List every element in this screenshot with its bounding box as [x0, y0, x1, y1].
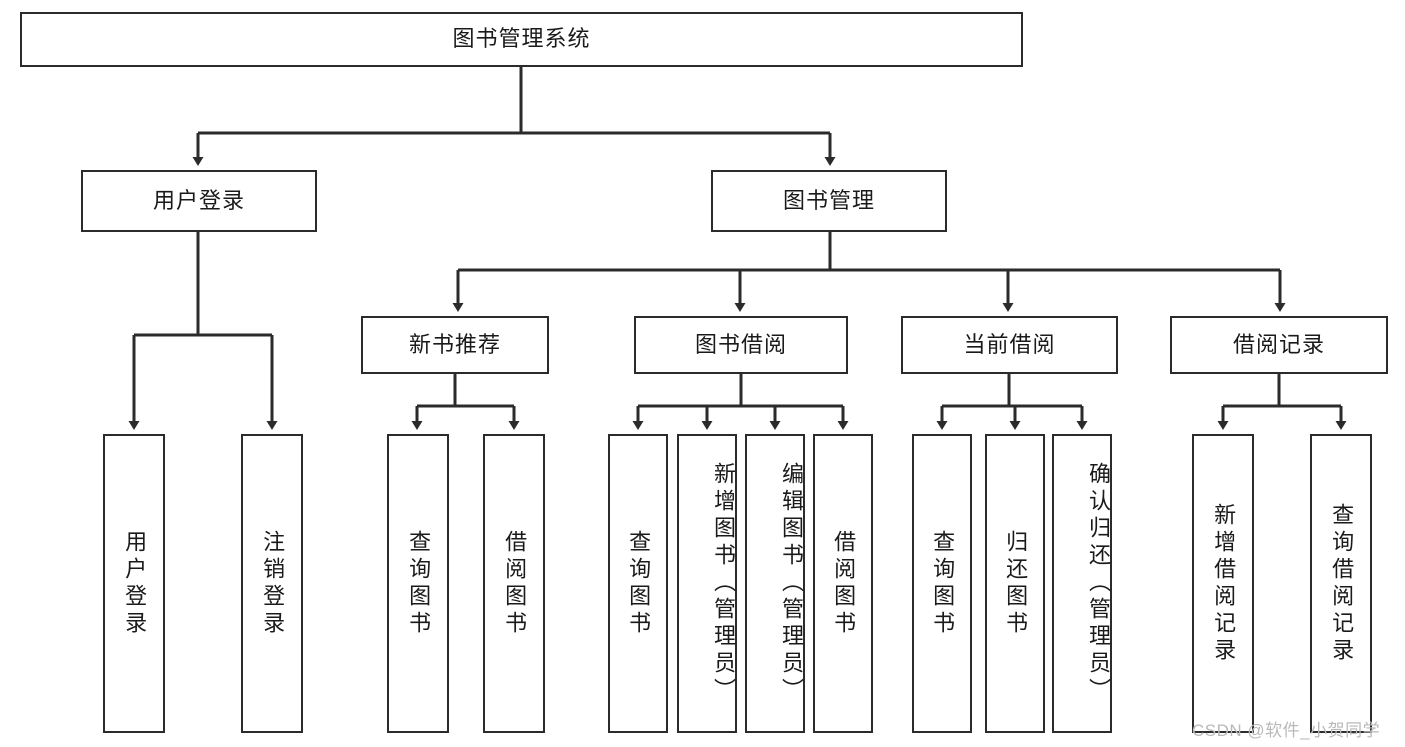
node-book-manage-label: 图书管理: [782, 187, 875, 213]
node-borrow-record-label: 借阅记录: [1232, 331, 1325, 357]
node-new-book-rec-label: 新书推荐: [408, 331, 501, 357]
node-leaf-rec-query-record[interactable]: 查询借阅记录: [1310, 434, 1372, 733]
node-leaf-user-logout-label: 注销登录: [260, 529, 286, 638]
node-borrow-record[interactable]: 借阅记录: [1170, 316, 1388, 374]
node-leaf-cur-return-book[interactable]: 归还图书: [985, 434, 1045, 733]
node-user-login[interactable]: 用户登录: [81, 170, 317, 232]
node-leaf-user-logout[interactable]: 注销登录: [241, 434, 303, 733]
node-leaf-cur-return-book-label: 归还图书: [1003, 529, 1029, 638]
node-book-borrow[interactable]: 图书借阅: [634, 316, 848, 374]
node-leaf-cur-query-book-label: 查询图书: [930, 529, 956, 638]
node-leaf-cur-confirm-return[interactable]: 确认归还（管理员）: [1052, 434, 1112, 733]
node-leaf-rec-query-record-label: 查询借阅记录: [1329, 502, 1355, 665]
node-leaf-rec-query-book[interactable]: 查询图书: [387, 434, 449, 733]
node-leaf-borrow-add-book[interactable]: 新增图书（管理员）: [677, 434, 737, 733]
node-leaf-rec-add-record-label: 新增借阅记录: [1211, 502, 1237, 665]
node-leaf-rec-borrow-book-label: 借阅图书: [502, 529, 528, 638]
node-leaf-cur-confirm-return-label: 确认归还（管理员）: [1086, 462, 1111, 705]
node-leaf-rec-add-record[interactable]: 新增借阅记录: [1192, 434, 1254, 733]
node-leaf-rec-query-book-label: 查询图书: [406, 529, 432, 638]
csdn-watermark: CSDN @软件_小贺同学: [1192, 721, 1381, 740]
node-leaf-borrow-edit-book[interactable]: 编辑图书（管理员）: [745, 434, 805, 733]
node-root-label: 图书管理系统: [452, 26, 591, 52]
node-book-borrow-label: 图书借阅: [694, 331, 787, 357]
node-new-book-rec[interactable]: 新书推荐: [361, 316, 549, 374]
node-leaf-rec-borrow-book[interactable]: 借阅图书: [483, 434, 545, 733]
node-current-borrow-label: 当前借阅: [963, 331, 1056, 357]
node-leaf-borrow-add-book-label: 新增图书（管理员）: [711, 462, 736, 705]
node-leaf-user-login-label: 用户登录: [122, 529, 148, 638]
node-leaf-borrow-query-book-label: 查询图书: [626, 529, 652, 638]
node-leaf-borrow-borrow-book-label: 借阅图书: [831, 529, 857, 638]
node-book-manage[interactable]: 图书管理: [711, 170, 947, 232]
node-current-borrow[interactable]: 当前借阅: [901, 316, 1118, 374]
node-leaf-borrow-query-book[interactable]: 查询图书: [608, 434, 668, 733]
node-leaf-borrow-edit-book-label: 编辑图书（管理员）: [779, 462, 804, 705]
node-leaf-cur-query-book[interactable]: 查询图书: [912, 434, 972, 733]
node-root[interactable]: 图书管理系统: [20, 12, 1023, 67]
node-leaf-borrow-borrow-book[interactable]: 借阅图书: [813, 434, 873, 733]
node-leaf-user-login[interactable]: 用户登录: [103, 434, 165, 733]
node-user-login-label: 用户登录: [152, 187, 245, 213]
